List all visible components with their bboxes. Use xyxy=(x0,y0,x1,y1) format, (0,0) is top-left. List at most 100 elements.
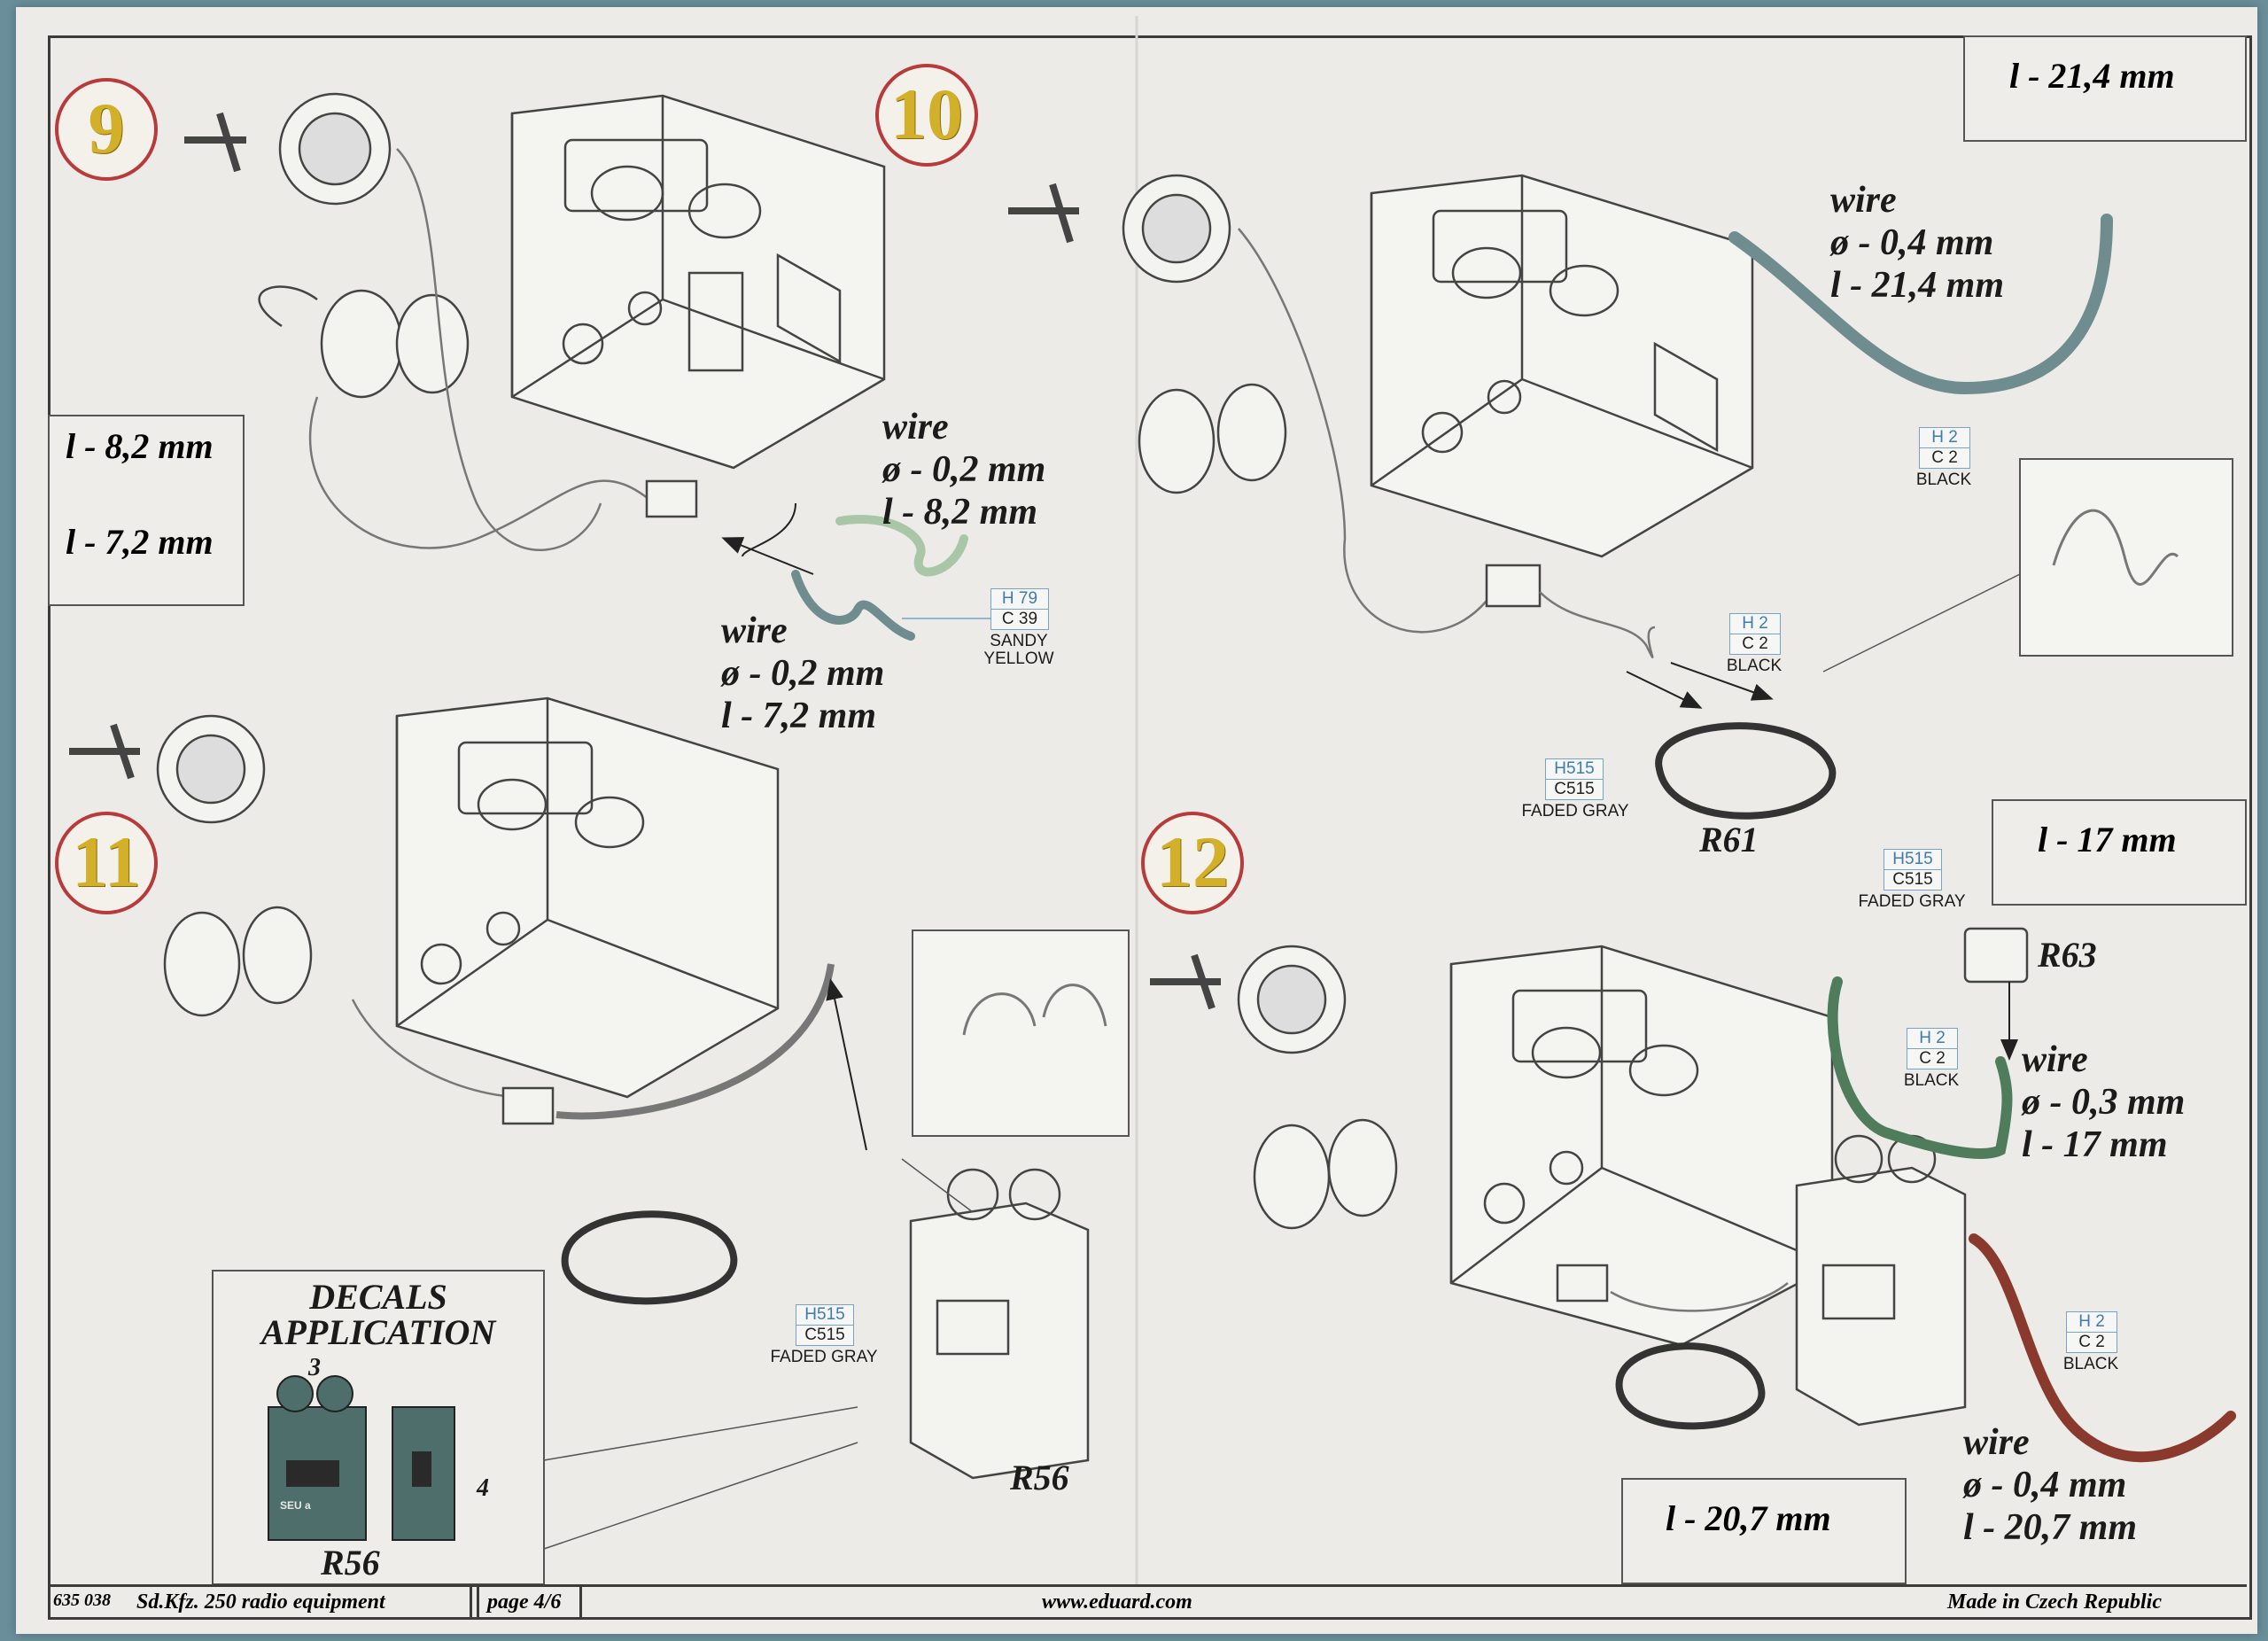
wire-title: wire xyxy=(1963,1422,2030,1463)
wire-title: wire xyxy=(2022,1039,2088,1080)
decal-number-3: 3 xyxy=(308,1354,321,1381)
step9-speaker-headphones xyxy=(184,92,698,551)
wire-length: l - 20,7 mm xyxy=(1963,1507,2137,1548)
wire-callout-4: wire ø - 0,3 mm l - 17 mm xyxy=(2022,1038,2185,1166)
step12-radio-drawing xyxy=(1449,945,1834,1347)
footer-divider xyxy=(470,1587,472,1617)
wire-diameter: ø - 0,2 mm xyxy=(882,449,1046,490)
footer: 635 038 Sd.Kfz. 250 radio equipment page… xyxy=(48,1584,2247,1617)
paint-code-black-3: H 2 C 2 xyxy=(1907,1028,1958,1069)
length-box-17: l - 17 mm xyxy=(1992,799,2247,906)
step-10-marker: 10 xyxy=(875,64,978,167)
page-border xyxy=(48,35,2252,1620)
paint-name-line1: SANDY xyxy=(990,632,1048,650)
length-20-7: l - 20,7 mm xyxy=(1666,1498,1831,1538)
paint-name-black-2: BLACK xyxy=(1726,657,1783,675)
paint-c-code: C515 xyxy=(804,1326,845,1344)
length-box-step9: l - 8,2 mm l - 7,2 mm xyxy=(48,415,245,606)
paint-c-code: C515 xyxy=(1892,870,1933,889)
wire-diameter: ø - 0,2 mm xyxy=(721,653,885,694)
step-11-marker: 11 xyxy=(55,812,158,914)
paint-h-code: H515 xyxy=(1546,759,1603,780)
paint-name-line2: YELLOW xyxy=(983,649,1054,668)
paint-code-black-1: H 2 C 2 xyxy=(1919,427,1970,469)
wire-callout-5: wire ø - 0,4 mm l - 20,7 mm xyxy=(1963,1421,2137,1549)
step11-detail-inset xyxy=(912,929,1130,1137)
wire-8-2mm xyxy=(835,515,968,577)
paint-c-code: C515 xyxy=(1554,780,1595,798)
decals-title-line1: DECALS xyxy=(309,1277,447,1317)
paint-h-code: H 2 xyxy=(1907,1029,1957,1049)
paint-c-code: C 2 xyxy=(2078,1333,2105,1351)
wire-title: wire xyxy=(721,611,788,651)
step12-speaker-headphones xyxy=(1150,927,2029,1430)
instruction-sheet: 9 10 11 12 l - 8,2 mm l - 7,2 mm l - 21,… xyxy=(16,7,2257,1634)
step10-speaker-headphones xyxy=(1008,174,1837,820)
wire-7-2mm xyxy=(791,570,915,641)
step-9-marker: 9 xyxy=(55,78,158,181)
paint-c-code: C 2 xyxy=(1919,1049,1946,1068)
wire-21-4mm xyxy=(1728,214,2113,395)
paint-h-code: H 2 xyxy=(1920,428,1969,448)
paint-code-black-2: H 2 C 2 xyxy=(1729,613,1781,655)
paint-c-code: C 39 xyxy=(1001,610,1038,628)
step9-radio-drawing xyxy=(510,94,886,470)
wire-callout-2: wire ø - 0,2 mm l - 7,2 mm xyxy=(721,610,884,737)
paint-code-faded-gray-2: H515 C515 xyxy=(1884,849,1942,890)
decals-title-line2: APPLICATION xyxy=(260,1312,496,1352)
paint-name-faded-gray-2: FADED GRAY xyxy=(1858,892,1966,911)
step-12-marker: 12 xyxy=(1141,812,1244,914)
step11-speaker-headphones xyxy=(69,714,1090,1480)
paint-c-code: C 2 xyxy=(1931,448,1958,467)
paint-code-faded-gray-3: H515 C515 xyxy=(796,1304,854,1346)
wire-callout-1: wire ø - 0,2 mm l - 8,2 mm xyxy=(882,406,1045,533)
paint-code-sandy-yellow: H 79 C 39 xyxy=(990,588,1049,630)
part-label-r56: R56 xyxy=(1010,1458,1069,1497)
length-box-20-7: l - 20,7 mm xyxy=(1621,1478,1907,1584)
wire-17mm xyxy=(1827,976,2013,1159)
part-label-r63: R63 xyxy=(2038,935,2097,975)
paint-name-faded-gray-1: FADED GRAY xyxy=(1521,802,1629,820)
length-7-2: l - 7,2 mm xyxy=(66,522,214,562)
decal-number-4: 4 xyxy=(477,1474,489,1502)
decal-seu-text: SEU a xyxy=(280,1499,311,1512)
decals-title: DECALS APPLICATION xyxy=(213,1279,544,1350)
wire-length: l - 7,2 mm xyxy=(721,696,876,736)
paint-h-code: H 79 xyxy=(991,589,1048,610)
length-17: l - 17 mm xyxy=(2038,820,2177,859)
footer-made-in: Made in Czech Republic xyxy=(1947,1590,2163,1614)
footer-url: www.eduard.com xyxy=(1042,1590,1192,1614)
step10-radio-drawing xyxy=(1370,174,1754,558)
length-21-4: l - 21,4 mm xyxy=(2009,56,2175,96)
paint-name-black-4: BLACK xyxy=(2062,1355,2119,1373)
wire-title: wire xyxy=(882,407,949,447)
step10-detail-inset xyxy=(2019,458,2233,657)
step11-radio-drawing xyxy=(395,696,780,1099)
wire-diameter: ø - 0,4 mm xyxy=(1830,222,1994,263)
length-8-2: l - 8,2 mm xyxy=(66,426,214,466)
wire-length: l - 8,2 mm xyxy=(882,492,1037,533)
footer-divider xyxy=(477,1587,479,1617)
paint-h-code: H515 xyxy=(1884,850,1941,870)
wire-length: l - 17 mm xyxy=(2022,1124,2168,1165)
paint-code-black-4: H 2 C 2 xyxy=(2066,1311,2117,1353)
length-box-21-4: l - 21,4 mm xyxy=(1963,35,2247,142)
part-label-r56-decal: R56 xyxy=(321,1543,380,1583)
wire-callout-3: wire ø - 0,4 mm l - 21,4 mm xyxy=(1830,179,2004,307)
footer-divider xyxy=(579,1587,582,1617)
wire-diameter: ø - 0,3 mm xyxy=(2022,1082,2186,1123)
paint-code-faded-gray-1: H515 C515 xyxy=(1545,758,1604,800)
paint-h-code: H515 xyxy=(796,1305,853,1326)
paint-h-code: H 2 xyxy=(2067,1312,2117,1333)
paint-c-code: C 2 xyxy=(1742,634,1768,653)
decal-radio-illustrations xyxy=(268,1375,455,1541)
wire-20-7mm xyxy=(1969,1233,2236,1463)
paint-name-sandy-yellow: SANDY YELLOW xyxy=(973,633,1065,668)
paint-name-faded-gray-3: FADED GRAY xyxy=(770,1348,878,1366)
footer-page: page 4/6 xyxy=(487,1590,562,1614)
footer-kit-code: 635 038 xyxy=(53,1590,111,1610)
paint-name-black-3: BLACK xyxy=(1903,1071,1960,1090)
assembly-illustrations xyxy=(66,16,2236,1585)
wire-title: wire xyxy=(1830,180,1897,221)
wire-diameter: ø - 0,4 mm xyxy=(1963,1465,2127,1505)
